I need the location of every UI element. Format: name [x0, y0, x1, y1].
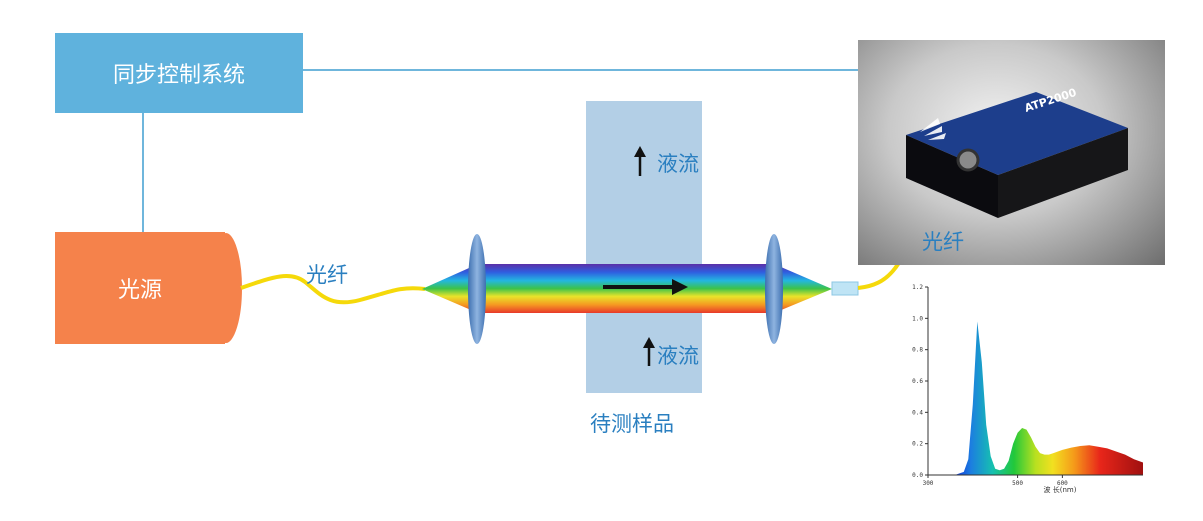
fiber-left [240, 274, 426, 305]
flow-bottom-label: 液流 [657, 344, 699, 368]
fiber-connector [831, 281, 859, 296]
lens-left [468, 234, 486, 344]
lens-right [765, 234, 783, 344]
sync-control-system-box: 同步控制系统 [55, 33, 303, 113]
x-tick-label: 600 [1057, 480, 1068, 487]
spectrum-area [928, 321, 1143, 475]
sample-region [586, 101, 702, 393]
sync-control-system-label: 同步控制系统 [112, 63, 245, 88]
fiber-right-label: 光纤 [922, 230, 964, 254]
fiber-left-label: 光纤 [306, 263, 348, 287]
y-tick-label: 0.8 [912, 347, 923, 354]
y-tick-label: 0.4 [912, 409, 923, 416]
spectrometer-illustration: ATP2000 [906, 86, 1128, 218]
y-tick-label: 0.2 [912, 441, 923, 448]
y-tick-label: 1.0 [912, 315, 923, 322]
beam-arrow-head-icon [672, 279, 688, 295]
y-tick-label: 0.0 [912, 472, 923, 479]
cone-right [774, 264, 832, 313]
x-axis-label: 波 长(nm) [1044, 485, 1077, 494]
flow-bottom-arrow-head-icon [643, 337, 655, 348]
sample-label: 待测样品 [590, 412, 674, 436]
flow-top-label: 液流 [657, 152, 699, 176]
spectrometer-photo: ATP2000 [858, 40, 1165, 265]
light-source-box: 光源 [55, 232, 225, 344]
flow-top-arrow-head-icon [634, 146, 646, 157]
x-tick-label: 500 [1012, 480, 1023, 487]
y-tick-label: 1.2 [912, 284, 923, 291]
x-tick-label: 300 [923, 480, 934, 487]
light-source-label: 光源 [117, 278, 162, 303]
cone-left [422, 264, 478, 313]
y-tick-label: 0.6 [912, 378, 923, 385]
